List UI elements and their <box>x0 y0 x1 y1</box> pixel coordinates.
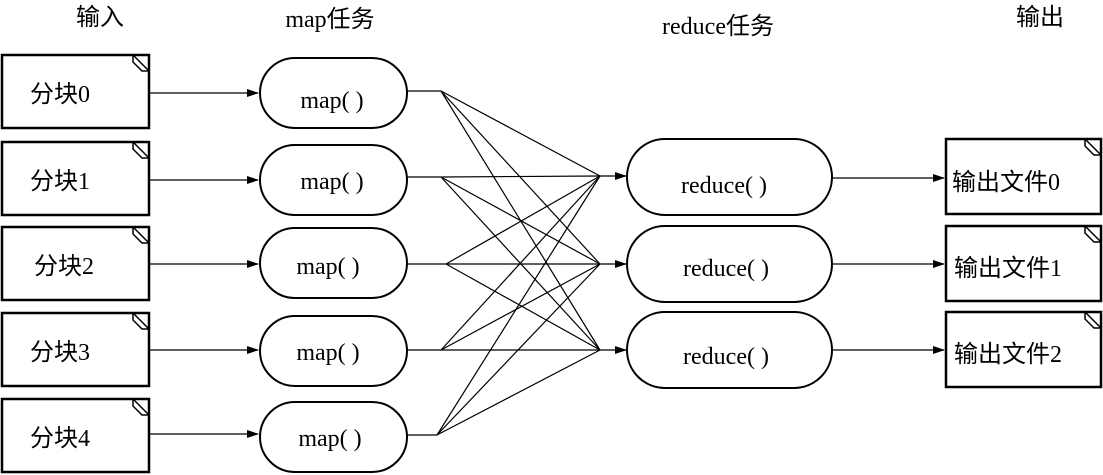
output-file: 输出文件0 <box>944 137 1103 216</box>
map-task-label: map( ) <box>300 169 363 195</box>
header-map: map任务 <box>285 6 374 33</box>
input-block-label: 分块3 <box>30 339 90 366</box>
reduce-task-label: reduce( ) <box>681 173 767 199</box>
reduce-task-label: reduce( ) <box>683 256 769 282</box>
input-block-label: 分块1 <box>30 168 90 195</box>
input-block-label: 分块2 <box>34 253 94 280</box>
shuffle-lines <box>436 90 601 436</box>
input-block: 分块3 <box>0 311 151 388</box>
input-block-label: 分块4 <box>30 425 90 452</box>
map-task-label: map( ) <box>300 88 363 114</box>
map-task: map( ) <box>259 401 408 473</box>
reduce-task: reduce( ) <box>626 225 833 303</box>
reduce-task-label: reduce( ) <box>683 344 769 370</box>
output-file: 输出文件1 <box>944 224 1103 303</box>
map-task: map( ) <box>259 315 408 387</box>
output-file-label: 输出文件2 <box>954 341 1062 368</box>
map-task-label: map( ) <box>296 340 359 366</box>
input-block: 分块2 <box>0 225 151 302</box>
output-file-label: 输出文件1 <box>954 255 1062 282</box>
input-block: 分块0 <box>0 53 151 130</box>
map-task-label: map( ) <box>296 254 359 280</box>
reduce-task: reduce( ) <box>626 138 833 216</box>
output-file: 输出文件2 <box>944 310 1103 389</box>
input-block: 分块1 <box>0 140 151 217</box>
map-task-label: map( ) <box>298 426 361 452</box>
map-task: map( ) <box>259 227 408 299</box>
header-input: 输入 <box>76 4 124 31</box>
input-block-label: 分块0 <box>30 81 90 108</box>
header-output: 输出 <box>1016 4 1064 31</box>
map-task: map( ) <box>259 144 408 216</box>
map-task: map( ) <box>259 57 408 129</box>
reduce-task: reduce( ) <box>626 311 833 389</box>
output-file-label: 输出文件0 <box>952 169 1060 196</box>
input-block: 分块4 <box>0 397 151 474</box>
header-reduce: reduce任务 <box>662 13 774 40</box>
